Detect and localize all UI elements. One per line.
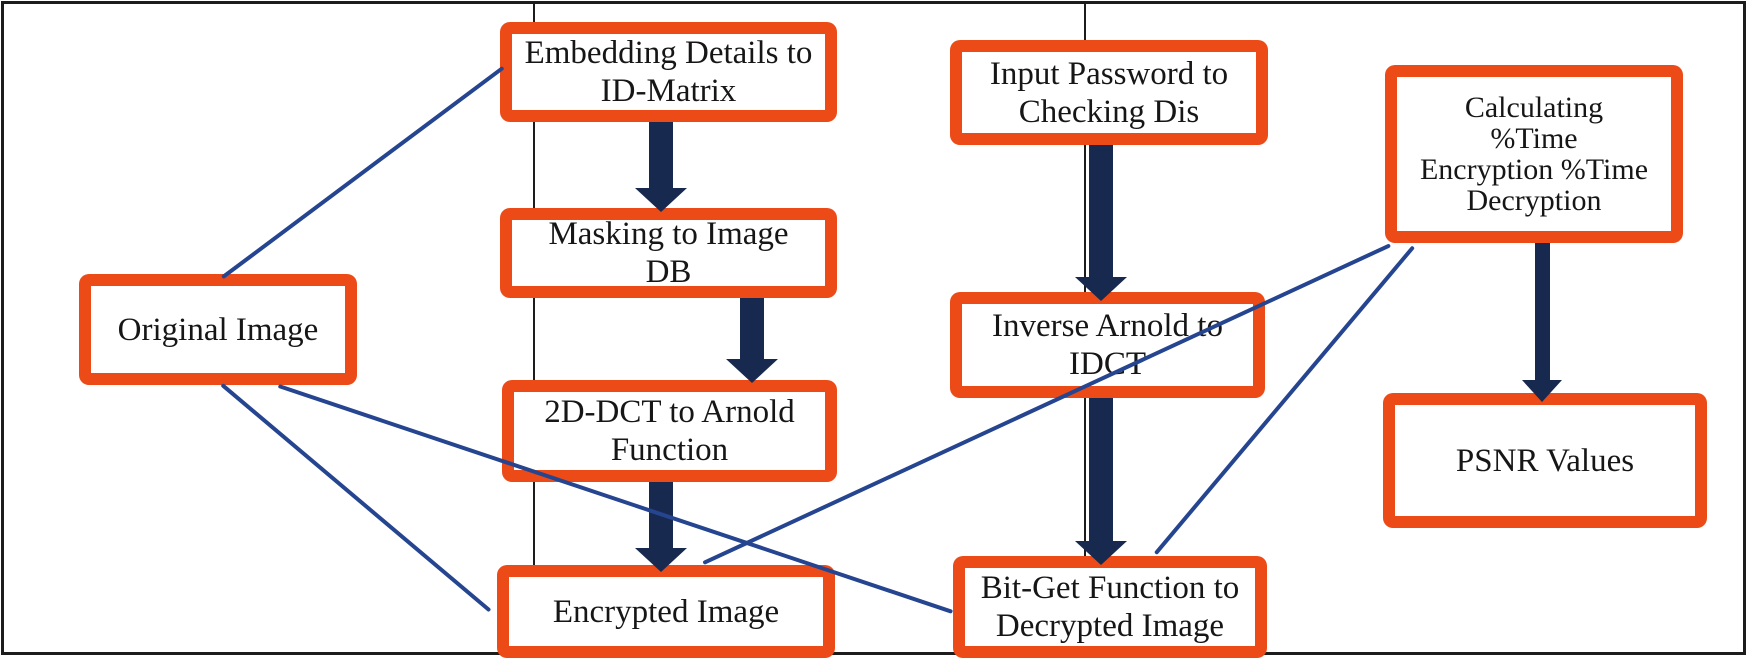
column-divider-1 xyxy=(533,2,535,656)
box-label-psnr-values: PSNR Values xyxy=(1455,442,1635,479)
box-label-calculating-time: %Time xyxy=(1490,122,1578,155)
box-label-bit-get: Bit-Get Function to xyxy=(980,570,1240,606)
flow-box-original-image: Original Image xyxy=(79,274,357,385)
box-label-input-password: Checking Dis xyxy=(1018,93,1200,130)
box-label-bit-get: Decrypted Image xyxy=(995,608,1225,644)
box-label-calculating-time: Encryption %Time xyxy=(1419,153,1649,186)
box-label-dct-arnold: 2D-DCT to Arnold xyxy=(544,394,795,430)
box-label-embedding-details: ID-Matrix xyxy=(600,73,737,109)
arrow-head-dct-to-encrypted xyxy=(635,548,687,572)
box-label-calculating-time: Calculating xyxy=(1464,91,1604,124)
box-label-calculating-time: Decryption xyxy=(1466,184,1602,217)
box-label-encrypted-image: Encrypted Image xyxy=(552,593,780,630)
arrow-password-to-inverse xyxy=(1089,145,1113,279)
arrow-head-inverse-to-bitget xyxy=(1075,541,1127,565)
arrow-embedding-to-masking xyxy=(649,122,673,190)
box-label-input-password: Input Password to xyxy=(989,55,1229,92)
arrow-head-masking-to-dct xyxy=(726,359,778,383)
arrow-head-embedding-to-masking xyxy=(635,188,687,212)
box-label-embedding-details: Embedding Details to xyxy=(524,35,813,71)
arrow-head-password-to-inverse xyxy=(1075,277,1127,301)
arrow-masking-to-dct xyxy=(740,298,764,361)
arrow-calculating-to-psnr xyxy=(1534,243,1550,382)
box-label-masking-db: DB xyxy=(645,254,692,290)
box-label-dct-arnold: Function xyxy=(610,432,729,468)
arrow-head-calculating-to-psnr xyxy=(1522,380,1562,402)
arrow-inverse-to-bitget xyxy=(1089,398,1113,543)
flow-box-encrypted-image: Encrypted Image xyxy=(497,565,835,658)
box-label-original-image: Original Image xyxy=(117,311,319,348)
box-label-masking-db: Masking to Image xyxy=(548,216,789,252)
flow-box-psnr-values: PSNR Values xyxy=(1383,393,1707,528)
